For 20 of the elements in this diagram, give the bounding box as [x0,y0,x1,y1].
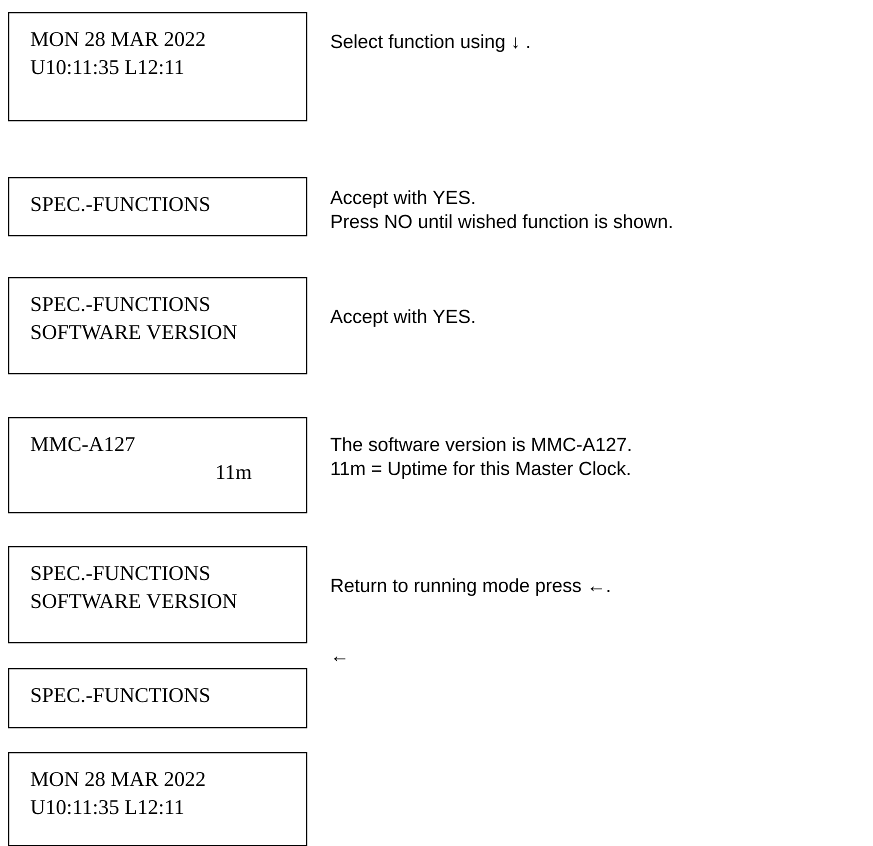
display-text: SPEC.-FUNCTIONS [32,688,210,702]
instruction-text: 11m = Uptime for this Master Clock. [332,461,630,479]
display-text: SPEC.-FUNCTIONS [32,297,210,312]
display-text: SPEC.-FUNCTIONS [32,566,210,580]
instruction-text: Press NO until wished function is shown. [332,214,672,228]
display-text: SOFTWARE VERSION [32,594,237,608]
instruction-text: Return to running mode press ←. [332,578,610,596]
display-text: 11m [217,465,252,479]
instruction-text: ← [334,656,346,662]
display-text: U10:11:35 L12:11 [30,800,184,814]
display-text: MON 28 MAR 2022 [30,772,205,786]
display-text: MON 28 MAR 2022 [30,32,205,46]
instruction-text: Accept with YES. [330,190,474,208]
display-text: MMC-A127 [30,437,135,452]
instruction-text: Accept with YES. [330,309,474,327]
display-text: SOFTWARE VERSION [32,325,237,340]
display-text: U10:11:35 L12:11 [30,60,184,74]
display-text: SPEC.-FUNCTIONS [32,197,210,212]
instruction-text: The software version is MMC-A127. [330,437,630,452]
instruction-text: Select function using ↓ . [331,34,530,52]
